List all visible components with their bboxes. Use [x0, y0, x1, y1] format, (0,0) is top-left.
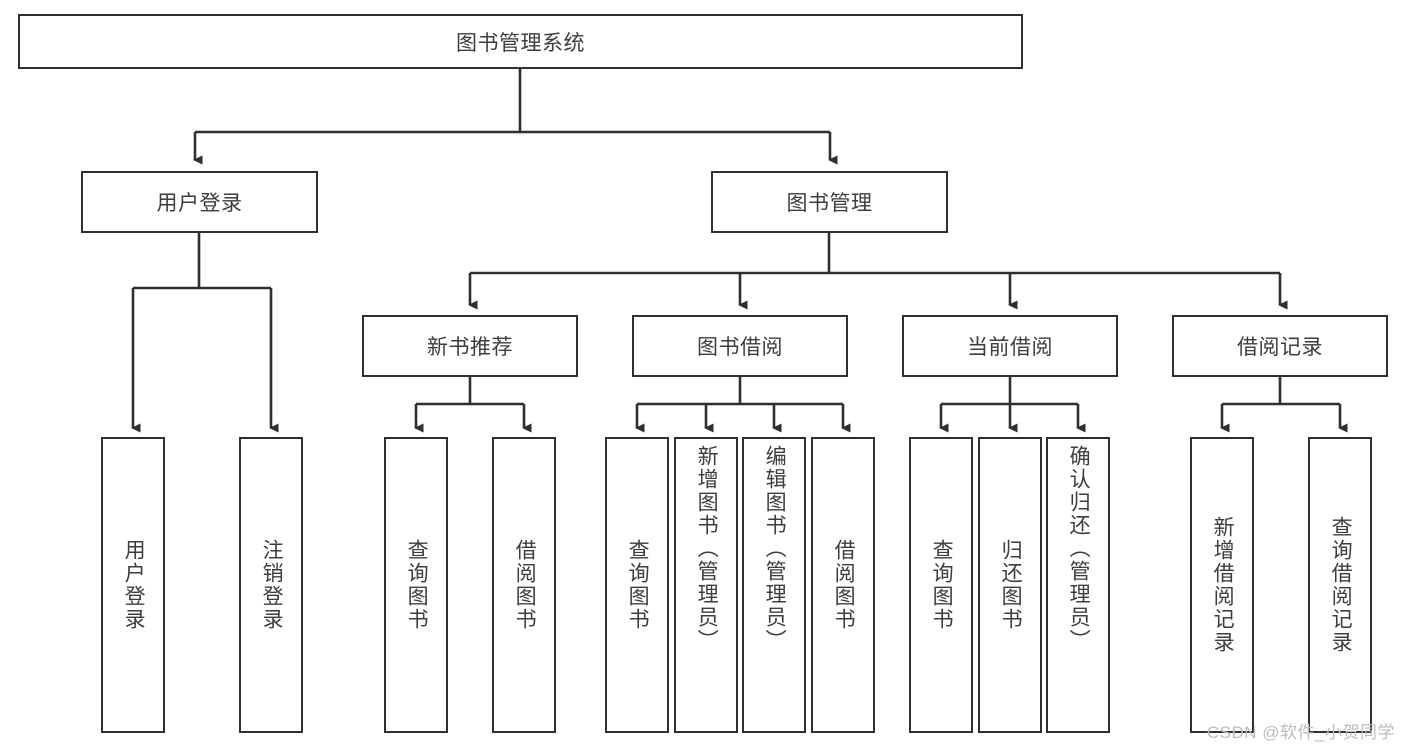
node-label: 图书管理 — [786, 192, 873, 215]
node-label: 图书管理系统 — [456, 31, 585, 55]
node-book-borrow[interactable]: 图书借阅 — [632, 315, 848, 377]
leaf-query-borrow-record[interactable]: 查询借阅记录 — [1308, 437, 1372, 733]
node-label: 当前借阅 — [967, 336, 1053, 359]
node-user-login[interactable]: 用户登录 — [81, 171, 318, 233]
leaf-logout[interactable]: 注销登录 — [239, 437, 303, 733]
leaf-label: 查询图书 — [626, 539, 650, 631]
leaf-label: 查询图书 — [930, 539, 954, 631]
leaf-label: 新增图书（管理员） — [695, 445, 719, 652]
leaf-add-book-admin[interactable]: 新增图书（管理员） — [674, 437, 738, 733]
leaf-label: 用户登录 — [122, 539, 146, 631]
leaf-label: 借阅图书 — [832, 539, 856, 631]
leaf-label: 注销登录 — [260, 539, 284, 631]
leaf-query-book-recommend[interactable]: 查询图书 — [384, 437, 448, 733]
node-current-borrow[interactable]: 当前借阅 — [902, 315, 1118, 377]
node-label: 用户登录 — [156, 192, 243, 215]
leaf-query-book-borrow[interactable]: 查询图书 — [605, 437, 669, 733]
leaf-add-borrow-record[interactable]: 新增借阅记录 — [1190, 437, 1254, 733]
node-borrow-record[interactable]: 借阅记录 — [1172, 315, 1388, 377]
leaf-edit-book-admin[interactable]: 编辑图书（管理员） — [742, 437, 806, 733]
leaf-borrow-book-recommend[interactable]: 借阅图书 — [492, 437, 556, 733]
leaf-label: 查询借阅记录 — [1329, 516, 1353, 654]
node-label: 借阅记录 — [1237, 336, 1323, 359]
node-label: 新书推荐 — [427, 336, 513, 359]
node-label: 图书借阅 — [697, 336, 783, 359]
leaf-borrow-book[interactable]: 借阅图书 — [811, 437, 875, 733]
leaf-confirm-return-admin[interactable]: 确认归还（管理员） — [1046, 437, 1110, 733]
node-root-library-system[interactable]: 图书管理系统 — [18, 14, 1023, 69]
leaf-label: 借阅图书 — [513, 539, 537, 631]
leaf-label: 编辑图书（管理员） — [763, 445, 787, 652]
leaf-label: 新增借阅记录 — [1211, 516, 1235, 654]
leaf-label: 查询图书 — [405, 539, 429, 631]
leaf-label: 归还图书 — [999, 539, 1023, 631]
leaf-return-book[interactable]: 归还图书 — [978, 437, 1042, 733]
leaf-query-book-current[interactable]: 查询图书 — [909, 437, 973, 733]
node-book-management[interactable]: 图书管理 — [711, 171, 948, 233]
leaf-label: 确认归还（管理员） — [1067, 445, 1091, 652]
node-new-book-recommend[interactable]: 新书推荐 — [362, 315, 578, 377]
leaf-user-login[interactable]: 用户登录 — [101, 437, 165, 733]
